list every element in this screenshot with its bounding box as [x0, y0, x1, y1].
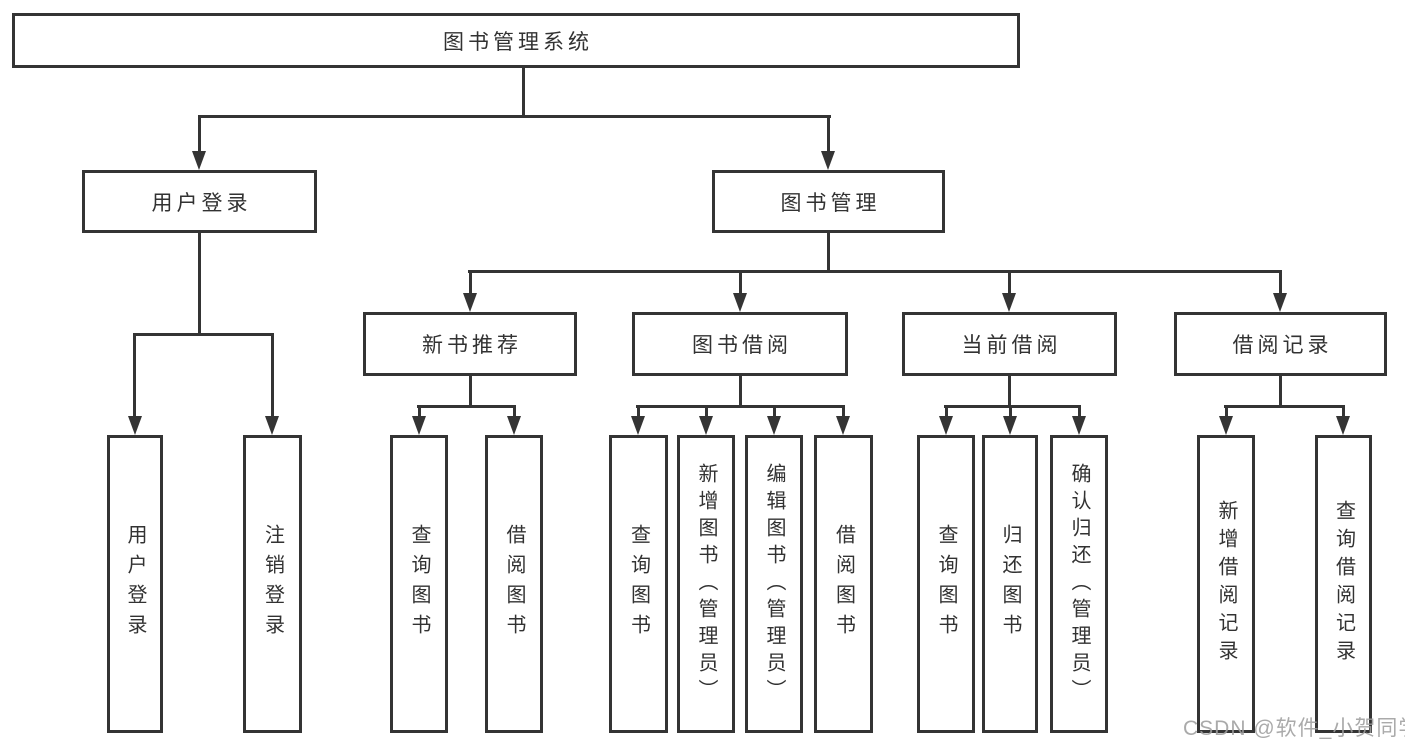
arrow-down-icon	[699, 416, 713, 435]
arrow-down-icon	[1219, 416, 1233, 435]
leaf-label: 查询图书	[935, 524, 957, 644]
connector-line	[739, 270, 742, 298]
arrow-down-icon	[836, 416, 850, 435]
node-label: 图书管理	[780, 191, 881, 215]
leaf-label: 用户登录	[124, 524, 146, 644]
connector-line	[636, 405, 845, 408]
csdn-watermark: CSDN @软件_小贺同学	[1183, 717, 1405, 740]
connector-line	[1008, 374, 1011, 407]
connector-line	[198, 115, 201, 156]
connector-line	[271, 333, 274, 421]
arrow-down-icon	[939, 416, 953, 435]
leaf-bb-query-books: 查询图书	[609, 435, 668, 733]
leaf-bb-borrow-books: 借阅图书	[814, 435, 873, 733]
leaf-label: 新增借阅记录	[1215, 500, 1237, 668]
leaf-label: 查询图书	[408, 524, 430, 644]
connector-line	[1008, 270, 1011, 298]
connector-line	[1078, 405, 1081, 420]
connector-line	[739, 376, 742, 407]
connector-line	[513, 405, 516, 420]
arrow-down-icon	[1273, 293, 1287, 312]
node-label: 新书推荐	[422, 334, 522, 357]
connector-line	[469, 270, 472, 298]
connector-line	[773, 405, 776, 420]
connector-line	[705, 405, 708, 420]
arrow-down-icon	[463, 293, 477, 312]
leaf-br-add-record: 新增借阅记录	[1197, 435, 1255, 733]
arrow-down-icon	[1003, 416, 1017, 435]
arrow-down-icon	[1336, 416, 1350, 435]
connector-line	[1279, 270, 1282, 298]
leaf-user-login: 用户登录	[107, 435, 163, 733]
leaf-label: 查询图书	[627, 524, 650, 644]
leaf-bb-edit-books: 编辑图书（管理员）	[745, 435, 803, 733]
connector-line	[1009, 405, 1012, 420]
connector-line	[198, 115, 831, 118]
leaf-label: 确认归还（管理员）	[1068, 462, 1090, 706]
node-user-login: 用户登录	[82, 170, 317, 233]
connector-line	[1225, 405, 1228, 420]
arrow-down-icon	[767, 416, 781, 435]
node-new-book-recommend: 新书推荐	[363, 312, 577, 376]
arrow-down-icon	[1072, 416, 1086, 435]
arrow-down-icon	[631, 416, 645, 435]
leaf-cb-return-books: 归还图书	[982, 435, 1038, 733]
node-current-borrowing: 当前借阅	[902, 312, 1117, 376]
node-root: 图书管理系统	[12, 13, 1020, 68]
connector-line	[417, 405, 516, 408]
connector-line	[842, 405, 845, 420]
connector-line	[945, 405, 948, 420]
node-label: 图书借阅	[692, 334, 792, 357]
connector-line	[522, 66, 525, 117]
leaf-bb-add-books: 新增图书（管理员）	[677, 435, 735, 733]
connector-line	[133, 333, 274, 336]
leaf-label: 借阅图书	[832, 524, 855, 644]
leaf-cb-confirm-return: 确认归还（管理员）	[1050, 435, 1108, 733]
arrow-down-icon	[412, 416, 426, 435]
node-borrowing-records: 借阅记录	[1174, 312, 1387, 376]
node-book-borrowing: 图书借阅	[632, 312, 848, 376]
leaf-logout: 注销登录	[243, 435, 302, 733]
leaf-nbr-query-books: 查询图书	[390, 435, 448, 733]
arrow-down-icon	[1002, 293, 1016, 312]
connector-line	[827, 115, 830, 156]
connector-line	[469, 375, 472, 407]
leaf-br-query-record: 查询借阅记录	[1315, 435, 1372, 733]
node-label: 当前借阅	[961, 334, 1062, 357]
connector-line	[418, 405, 421, 420]
connector-line	[1279, 376, 1282, 407]
arrow-down-icon	[733, 293, 747, 312]
leaf-label: 归还图书	[999, 524, 1021, 644]
connector-line	[468, 270, 1282, 273]
connector-line	[944, 405, 1081, 408]
leaf-label: 借阅图书	[503, 524, 525, 644]
leaf-label: 注销登录	[261, 524, 284, 644]
connector-line	[1342, 405, 1345, 420]
arrow-down-icon	[265, 416, 279, 435]
connector-line	[637, 405, 640, 420]
leaf-nbr-borrow-books: 借阅图书	[485, 435, 543, 733]
connector-line	[198, 232, 201, 335]
node-label: 用户登录	[151, 191, 252, 215]
leaf-label: 查询借阅记录	[1332, 500, 1355, 668]
connector-line	[827, 232, 830, 272]
arrow-down-icon	[192, 151, 206, 170]
node-book-management: 图书管理	[712, 170, 945, 233]
arrow-down-icon	[128, 416, 142, 435]
arrow-down-icon	[821, 151, 835, 170]
node-label: 图书管理系统	[443, 30, 593, 54]
leaf-label: 编辑图书（管理员）	[763, 462, 785, 706]
leaf-label: 新增图书（管理员）	[695, 462, 717, 706]
connector-line	[1224, 405, 1345, 408]
leaf-cb-query-books: 查询图书	[917, 435, 975, 733]
node-label: 借阅记录	[1232, 334, 1333, 357]
connector-line	[133, 333, 136, 421]
arrow-down-icon	[507, 416, 521, 435]
